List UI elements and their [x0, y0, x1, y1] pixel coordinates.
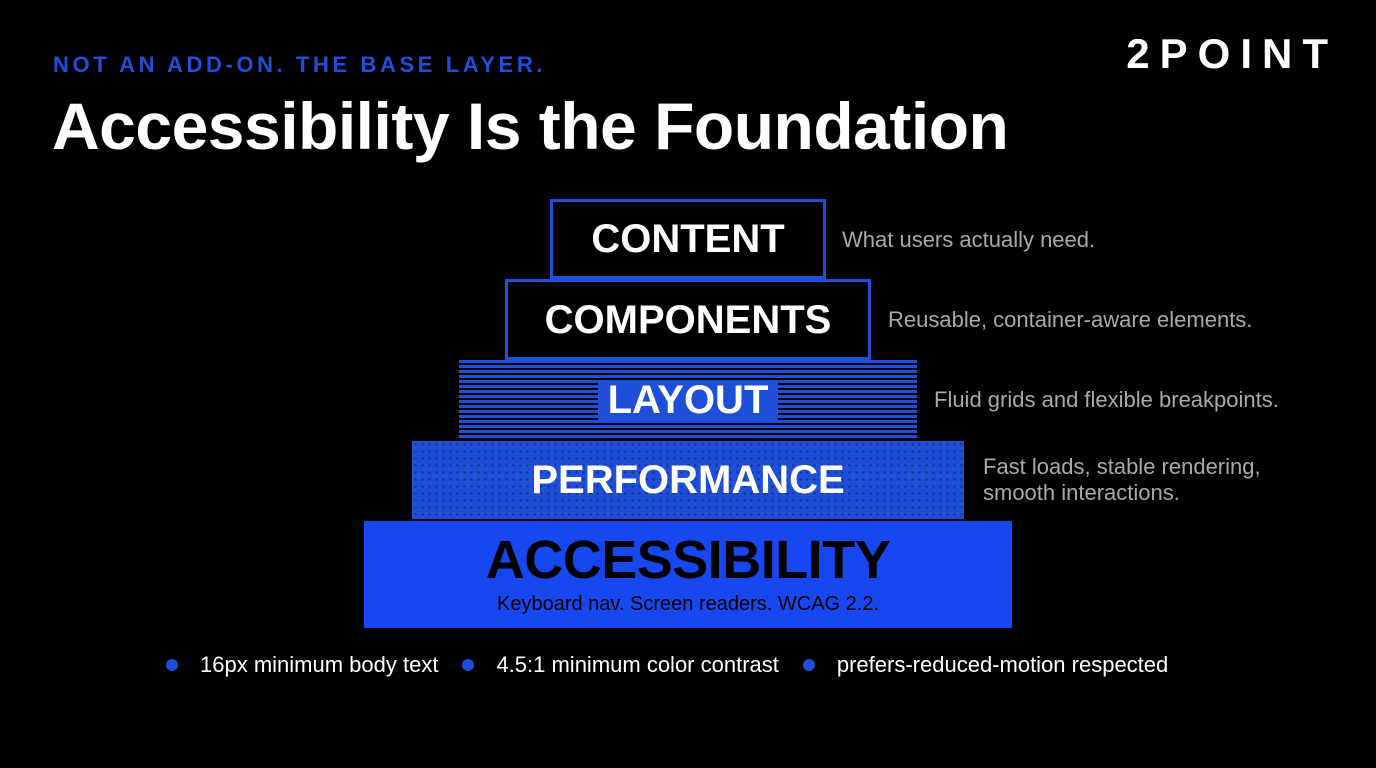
bullet-dot-icon — [462, 659, 475, 671]
tier-label-accessibility: ACCESSIBILITY — [485, 530, 891, 590]
brand-logo: 2POINT — [1126, 30, 1338, 77]
tier-sublabel-accessibility: Keyboard nav. Screen readers. WCAG 2.2. — [496, 593, 880, 615]
tier-description-layout: Fluid grids and flexible breakpoints. — [934, 387, 1279, 412]
bullet-item: 4.5:1 minimum color contrast — [462, 652, 779, 678]
pyramid-tier-accessibility: ACCESSIBILITY Keyboard nav. Screen reade… — [364, 521, 1012, 628]
bullet-dot-icon — [802, 659, 815, 671]
pyramid-tier-layout: LAYOUT — [459, 360, 917, 439]
tier-label-performance: PERFORMANCE — [531, 458, 845, 502]
bullet-list: 16px minimum body text 4.5:1 minimum col… — [166, 650, 1192, 680]
bullet-text: 16px minimum body text — [200, 652, 439, 677]
bullet-text: prefers-reduced-motion respected — [836, 652, 1169, 677]
eyebrow-text: NOT AN ADD-ON. THE BASE LAYER. — [53, 52, 547, 77]
tier-description-components: Reusable, container-aware elements. — [888, 307, 1253, 332]
bullet-item: prefers-reduced-motion respected — [802, 652, 1169, 678]
pyramid-tier-content: CONTENT — [550, 199, 826, 279]
tier-description-performance: Fast loads, stable rendering, smooth int… — [983, 454, 1261, 505]
pyramid-tier-performance: PERFORMANCE — [412, 441, 964, 519]
tier-label-components: COMPONENTS — [544, 297, 832, 342]
bullet-text: 4.5:1 minimum color contrast — [496, 652, 779, 677]
tier-description-content: What users actually need. — [842, 227, 1096, 252]
page-title: Accessibility Is the Foundation — [52, 89, 1009, 163]
bullet-item: 16px minimum body text — [166, 652, 438, 678]
tier-label-layout: LAYOUT — [597, 379, 779, 420]
pyramid-tier-components: COMPONENTS — [505, 279, 871, 360]
bullet-dot-icon — [166, 659, 178, 671]
tier-label-content: CONTENT — [591, 217, 785, 261]
